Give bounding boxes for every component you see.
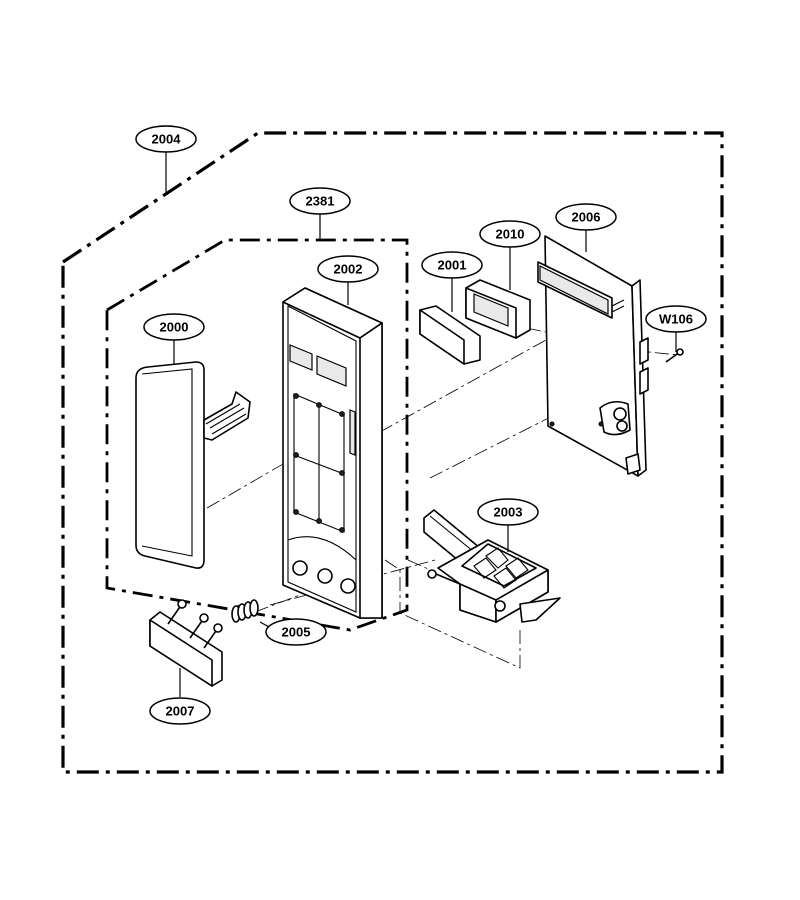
callout-2381: 2381 bbox=[289, 187, 351, 215]
svg-text:2003: 2003 bbox=[494, 505, 523, 520]
svg-text:2004: 2004 bbox=[152, 132, 182, 147]
part-2007-push-button bbox=[149, 599, 223, 687]
callout-w106: W106 bbox=[645, 305, 707, 333]
svg-text:2002: 2002 bbox=[334, 262, 363, 277]
svg-text:2007: 2007 bbox=[166, 704, 195, 719]
callout-2001: 2001 bbox=[421, 251, 483, 279]
part-2001-bezel bbox=[419, 305, 481, 365]
assembly-2381-outline bbox=[105, 238, 409, 632]
part-2002-control-panel bbox=[282, 287, 383, 619]
callout-2007: 2007 bbox=[149, 697, 211, 725]
callout-2000: 2000 bbox=[143, 313, 205, 341]
svg-text:2381: 2381 bbox=[306, 194, 335, 209]
part-2010-window-frame bbox=[465, 279, 531, 339]
svg-text:W106: W106 bbox=[659, 312, 693, 327]
callout-2004: 2004 bbox=[135, 125, 197, 153]
callout-2002: 2002 bbox=[317, 255, 379, 283]
callout-2010: 2010 bbox=[479, 220, 541, 248]
part-2000-membrane bbox=[135, 361, 251, 569]
callout-2005: 2005 bbox=[265, 618, 327, 646]
part-2006-pcb bbox=[537, 235, 649, 477]
callout-2003: 2003 bbox=[477, 498, 539, 526]
svg-text:2000: 2000 bbox=[160, 320, 189, 335]
svg-text:2001: 2001 bbox=[438, 258, 467, 273]
svg-text:2005: 2005 bbox=[282, 625, 311, 640]
part-2005-spring bbox=[231, 599, 259, 623]
assembly-2004-outline bbox=[61, 131, 724, 774]
svg-text:2006: 2006 bbox=[572, 210, 601, 225]
part-2003-latch-assembly bbox=[423, 509, 561, 623]
callout-2006: 2006 bbox=[555, 203, 617, 231]
svg-text:2010: 2010 bbox=[496, 227, 525, 242]
part-w106-screw bbox=[665, 348, 684, 363]
